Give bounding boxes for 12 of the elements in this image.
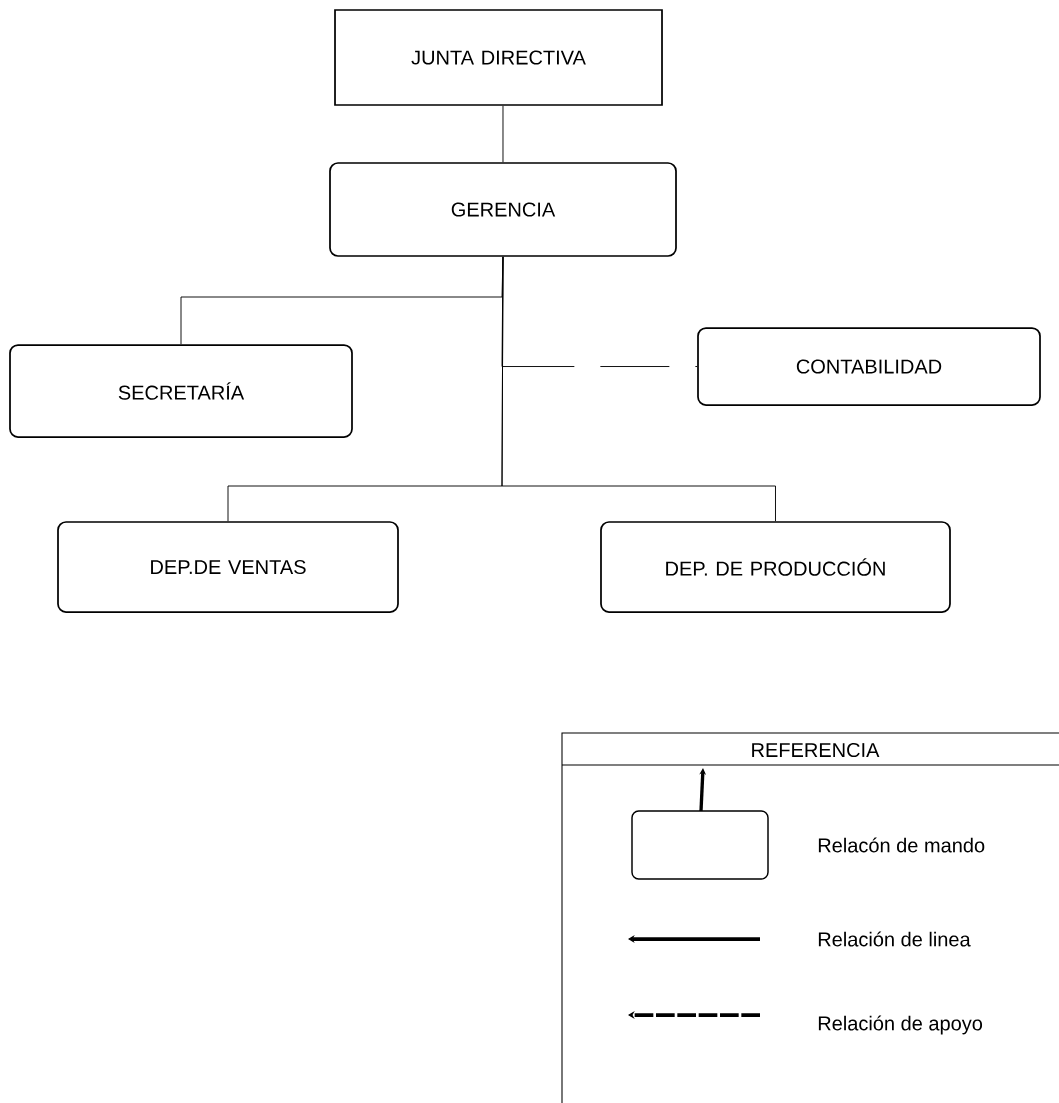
org-box: DEP.DE VENTAS [57, 521, 399, 613]
legend-text: Relación de apoyo [818, 1015, 983, 1035]
legend-text: Relacón de mando [818, 837, 985, 853]
legend-text: Relación de linea [818, 931, 971, 947]
org-box: DEP. DE PRODUCCIÓN [600, 521, 951, 613]
org-box: GERENCIA [329, 162, 677, 257]
legend-heading: REFERENCIA [752, 742, 880, 758]
connector [501, 256, 776, 522]
org-box: JUNTA DIRECTIVA [334, 9, 663, 106]
org-box: CONTABILIDAD [697, 327, 1041, 406]
connector [502, 105, 504, 163]
org-box: SECRETARÍA [9, 344, 353, 438]
